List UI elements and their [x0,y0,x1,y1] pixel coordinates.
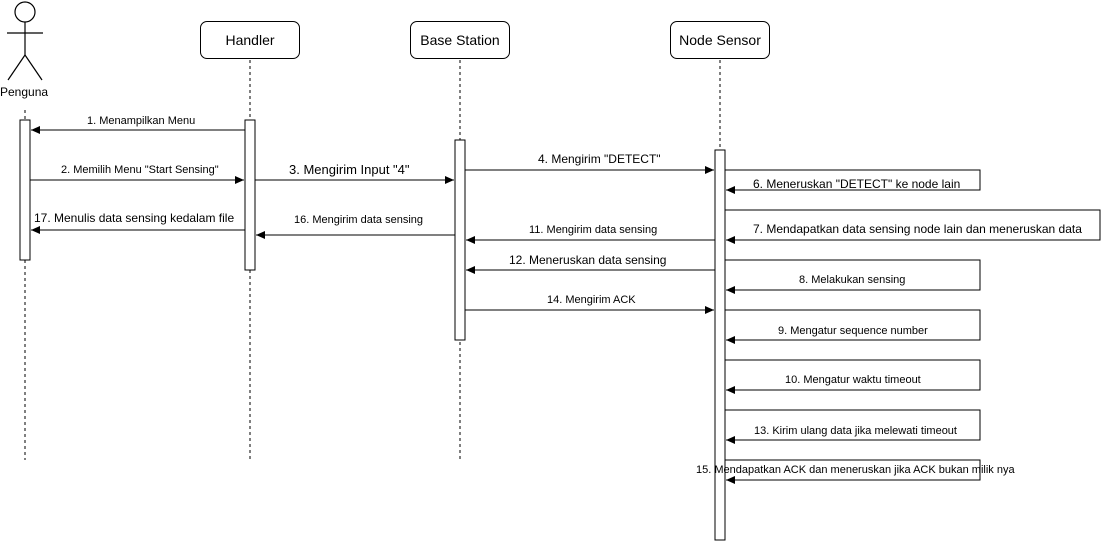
arrow-m15 [725,459,981,484]
arrow-m6 [725,169,981,194]
message-label-m3: 3. Mengirim Input "4" [289,162,410,177]
message-label-m16: 16. Mengirim data sensing [294,214,424,226]
actor-label: Penguna [0,85,49,99]
activation-user [19,119,31,261]
participant-handler: Handler [200,21,300,59]
arrow-m7 [725,209,1101,244]
activation-handler [244,119,256,271]
message-label-m13: 13. Kirim ulang data jika melewati timeo… [754,425,957,437]
message-label-m7: 7. Mendapatkan data sensing node lain da… [753,222,1082,236]
arrow-m9 [725,309,981,344]
message-label-m2: 2. Memilih Menu "Start Sensing" [61,164,219,176]
activation-node [714,149,726,541]
message-label-m9: 9. Mengatur sequence number [778,325,928,337]
message-label-m8: 8. Melakukan sensing [799,274,906,286]
participant-node-sensor: Node Sensor [670,21,770,59]
arrow-m8 [725,259,981,294]
message-label-m17: 17. Menulis data sensing kedalam file [34,211,235,225]
message-label-m10: 10. Mengatur waktu timeout [785,374,921,386]
message-label-m12: 12. Meneruskan data sensing [509,253,667,267]
message-label-m6: 6. Meneruskan "DETECT" ke node lain [753,177,961,191]
actor-icon [7,1,43,81]
message-label-m14: 14. Mengirim ACK [547,294,636,306]
arrow-m10 [725,359,981,394]
arrow-m13 [725,409,981,444]
message-label-m11: 11. Mengirim data sensing [529,224,658,236]
message-label-m1: 1. Menampilkan Menu [87,115,196,127]
activation-base [454,139,466,341]
participant-base-station: Base Station [410,21,510,59]
message-label-m15: 15. Mendapatkan ACK dan meneruskan jika … [696,464,1015,476]
message-label-m4: 4. Mengirim "DETECT" [538,152,661,166]
